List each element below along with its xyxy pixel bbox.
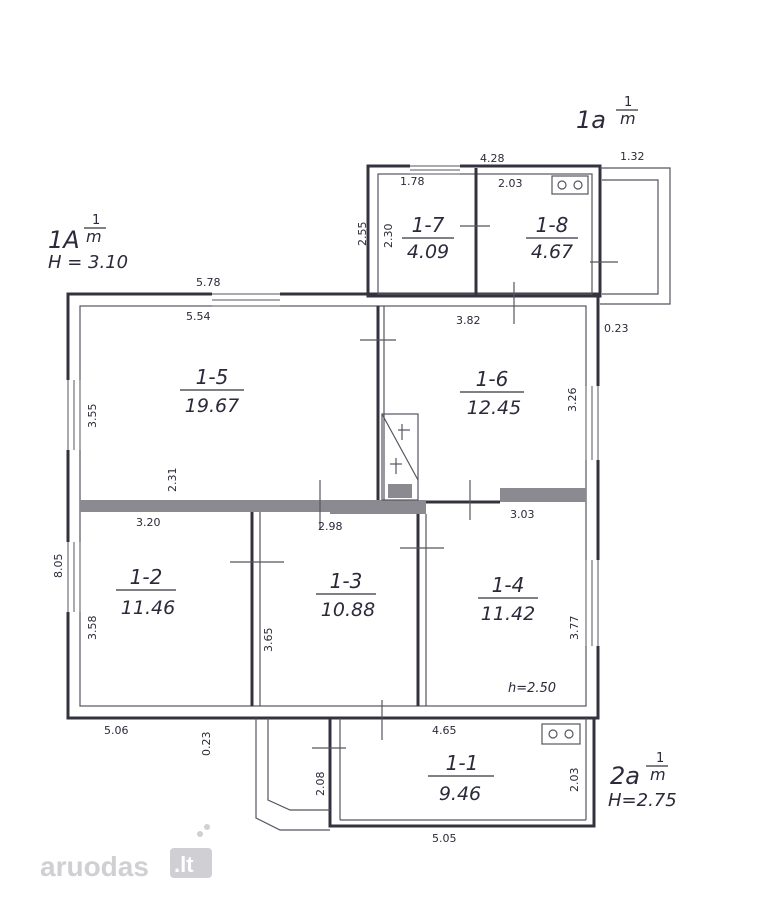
- annex-bottom-wall: [328, 718, 596, 828]
- chimney: [388, 484, 412, 498]
- porch-bottom: [255, 718, 330, 831]
- porch-right-inner: [602, 179, 659, 295]
- dim-2-03-bottom: 2.03: [568, 768, 581, 793]
- dim-3-20: 3.20: [136, 516, 161, 529]
- svg-text:11.46: 11.46: [121, 597, 175, 619]
- dim-2-31: 2.31: [166, 468, 179, 493]
- dim-0-23-bottom: 0.23: [200, 732, 213, 757]
- stove-icon-top: [551, 175, 589, 195]
- svg-text:1-1: 1-1: [446, 751, 479, 775]
- svg-text:1-5: 1-5: [196, 365, 229, 389]
- upper-annex: [366, 164, 671, 324]
- dim-5-54: 5.54: [186, 310, 211, 323]
- svg-text:12.45: 12.45: [467, 397, 521, 419]
- svg-text:1-7: 1-7: [412, 213, 445, 237]
- dim-3-77: 3.77: [568, 616, 581, 641]
- porch-right: [600, 167, 671, 305]
- svg-text:1-6: 1-6: [476, 367, 509, 391]
- watermark-text: aruodas: [40, 851, 149, 882]
- room-1-6: 1-6 12.45: [460, 367, 524, 419]
- svg-text:1-2: 1-2: [130, 565, 163, 589]
- room-1-2: 1-2 11.46: [116, 565, 176, 619]
- stove-icon-bottom: [541, 723, 581, 745]
- building-label: 1a: [576, 106, 606, 134]
- dim-1-32: 1.32: [620, 150, 645, 163]
- dim-3-55: 3.55: [86, 404, 99, 429]
- room-1-7: 1-7 4.09: [402, 213, 454, 263]
- room-1-4: 1-4 11.42: [478, 573, 538, 625]
- room-1-5: 1-5 19.67: [180, 365, 244, 417]
- dim-5-05: 5.05: [432, 832, 457, 845]
- floor-height: H = 3.10: [48, 252, 128, 273]
- dim-4-28: 4.28: [480, 152, 505, 165]
- annex-top-inner: [377, 173, 593, 295]
- svg-text:19.67: 19.67: [185, 395, 239, 417]
- dim-3-03: 3.03: [510, 508, 535, 521]
- dim-3-82: 3.82: [456, 314, 481, 327]
- svg-text:10.88: 10.88: [321, 599, 375, 621]
- room-height-note: h=2.50: [508, 681, 556, 696]
- watermark: aruodas .lt: [40, 824, 212, 882]
- svg-text:1-4: 1-4: [492, 573, 525, 597]
- stair-block: [381, 413, 419, 501]
- main-outer-wall: [66, 292, 600, 720]
- wall-grey-left: [80, 500, 330, 512]
- room-1-1: 1-1 9.46: [428, 751, 494, 805]
- dim-5-06: 5.06: [104, 724, 129, 737]
- dim-4-65: 4.65: [432, 724, 457, 737]
- svg-text:4.09: 4.09: [407, 241, 449, 263]
- floor-label: 1A: [48, 226, 80, 254]
- watermark-tld: .lt: [174, 852, 194, 877]
- annex-top-wall: [366, 164, 602, 298]
- room-1-3: 1-3 10.88: [316, 569, 376, 621]
- dim-2-98: 2.98: [318, 520, 343, 533]
- lower-annex: [255, 700, 596, 831]
- room-1-8: 1-8 4.67: [526, 213, 578, 263]
- svg-text:1-3: 1-3: [330, 569, 363, 593]
- labels: 1a 1 m 1A 1 m H = 3.10 2a 1 m H=2.75 h=2…: [48, 95, 677, 845]
- floor-label-sub: m: [86, 227, 102, 246]
- wall-grey-mid: [330, 500, 426, 514]
- interior-walls: [80, 306, 586, 706]
- dim-1-78: 1.78: [400, 175, 425, 188]
- windows: [64, 162, 604, 646]
- dim-3-26: 3.26: [566, 388, 579, 413]
- svg-text:1-8: 1-8: [536, 213, 569, 237]
- dim-3-65: 3.65: [262, 628, 275, 653]
- svg-text:4.67: 4.67: [531, 241, 573, 263]
- dim-2-55: 2.55: [356, 222, 369, 247]
- svg-text:11.42: 11.42: [481, 603, 535, 625]
- annex-label-sup: 1: [656, 751, 664, 766]
- building-label-sup: 1: [624, 95, 632, 110]
- dim-5-78: 5.78: [196, 276, 221, 289]
- annex-label: 2a: [610, 762, 640, 790]
- dim-2-03-top: 2.03: [498, 177, 523, 190]
- wall-grey-right: [500, 488, 586, 502]
- floor-label-sup: 1: [92, 213, 100, 228]
- dim-8-05: 8.05: [52, 554, 65, 579]
- dim-0-23-right: 0.23: [604, 322, 629, 335]
- dim-2-30: 2.30: [382, 224, 395, 249]
- annex-height: H=2.75: [608, 790, 677, 811]
- dim-3-58: 3.58: [86, 616, 99, 641]
- annex-label-sub: m: [650, 765, 666, 784]
- dim-2-08: 2.08: [314, 772, 327, 797]
- building-label-sub: m: [620, 109, 636, 128]
- svg-text:9.46: 9.46: [439, 783, 481, 805]
